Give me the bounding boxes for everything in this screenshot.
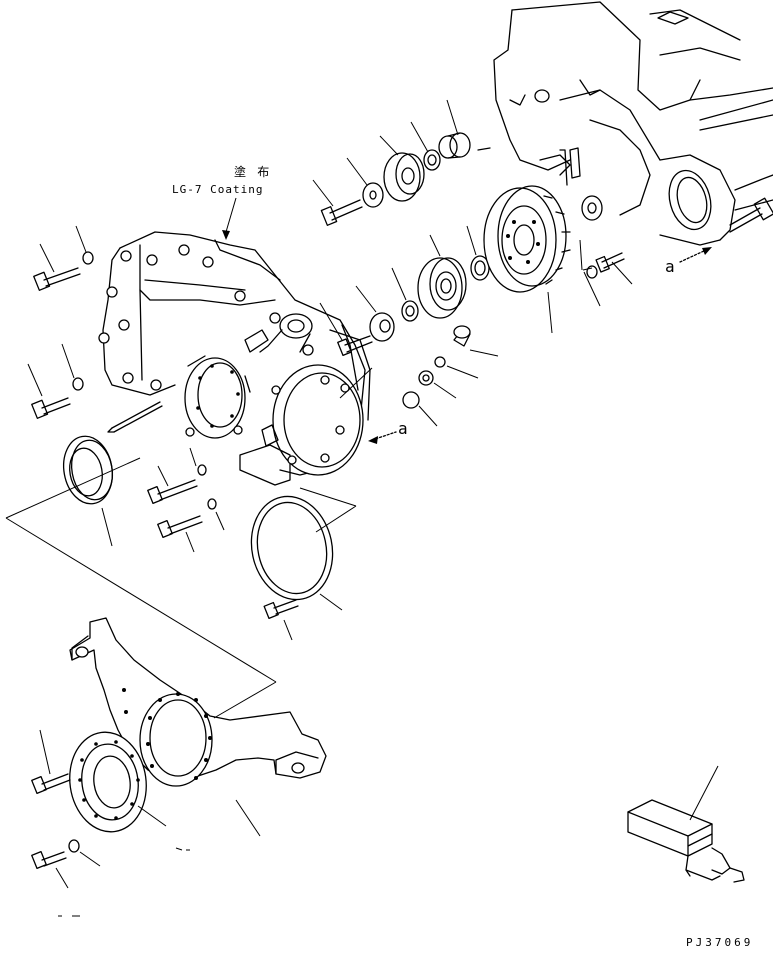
drawing-number: PJ37069 xyxy=(686,936,753,949)
reference-mark-a-right: a xyxy=(665,257,675,276)
timing-gear-case xyxy=(98,197,371,486)
special-tool xyxy=(627,765,745,883)
second-idler-gear xyxy=(319,225,490,357)
oil-plug-parts xyxy=(402,325,499,427)
reference-mark-a-center: a xyxy=(398,419,408,438)
front-support-bracket xyxy=(69,617,327,837)
idler-gear-assembly xyxy=(312,99,491,226)
coating-label-jp: 塗 布 xyxy=(234,164,271,179)
large-gear xyxy=(483,185,633,334)
bracket-envelope-lines xyxy=(5,367,373,719)
coating-label-en: LG-7 Coating xyxy=(172,183,263,196)
labels: 塗 布 LG-7 Coating a a PJ37069 xyxy=(172,164,753,949)
damper-plate xyxy=(31,729,190,917)
gasket-ring xyxy=(250,495,343,641)
engine-block xyxy=(493,1,773,246)
